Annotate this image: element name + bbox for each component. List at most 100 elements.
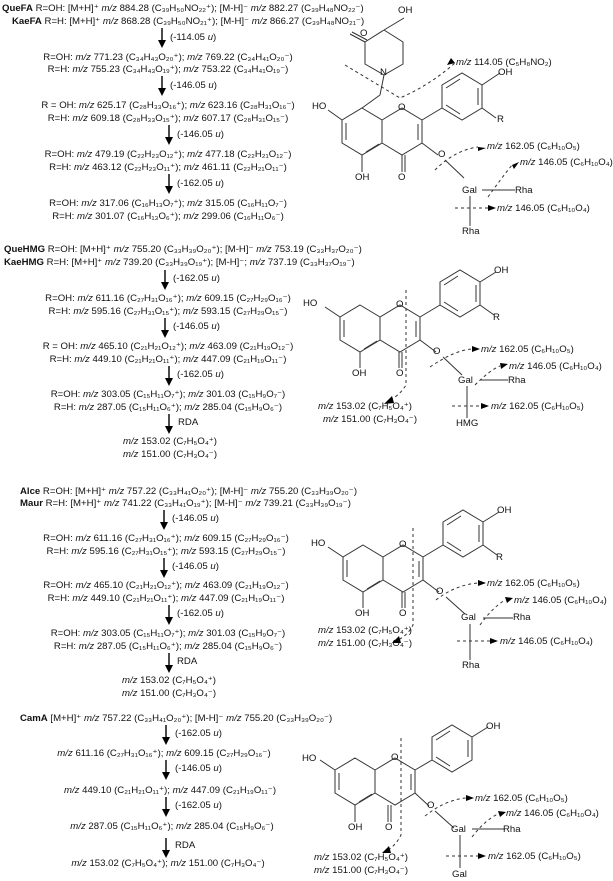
sugar-label: Rha — [503, 824, 521, 835]
atom-label: O — [391, 752, 399, 763]
rda-ion-label: m/z 151.00 (C₇H₃O₄⁻) — [323, 414, 418, 425]
atom-label: O — [396, 299, 404, 310]
header-text: R=H: [M+H]⁺ m/z 741.22 (C₃₃H₄₁O₁₉⁺); [M-… — [42, 498, 351, 509]
sugar-label: Gal — [452, 869, 467, 880]
fragment-ion-label: m/z 162.05 (C₆H₁₀O₅) — [487, 141, 580, 152]
atom-label: OH — [498, 67, 513, 78]
header-line: Maur R=H: [M+H]⁺ m/z 741.22 (C₃₃H₄₁O₁₉⁺)… — [20, 498, 351, 509]
fragment-ion-label: m/z 162.05 (C₆H₁₀O₅) — [487, 578, 580, 589]
atom-label: OH — [352, 368, 367, 379]
atom-label: HO — [312, 101, 327, 112]
fragment-ion-label: m/z 146.05 (C₆H₁₀O₄) — [509, 361, 602, 372]
fragment-ion-label: m/z 162.05 (C₆H₁₀O₅) — [481, 344, 574, 355]
header-line: KaeFA R=H: [M+H]⁺ m/z 868.28 (C₃₉H₅₀NO₂₁… — [12, 16, 364, 27]
atom-label: HO — [302, 753, 317, 764]
fragment-line: R=OH: m/z 317.06 (C₁₆H₁₃O₇⁺); m/z 315.05… — [49, 198, 287, 209]
fragment-line: R = OH: m/z 625.17 (C₂₈H₃₃O₁₆⁺); m/z 623… — [41, 100, 295, 111]
fragment-line: R=H: m/z 449.10 (C₂₁H₂₁O₁₁⁺); m/z 447.09… — [47, 593, 285, 604]
header-line: CamA [M+H]⁺ m/z 757.22 (C₃₃H₄₁O₂₀⁺); [M-… — [20, 713, 332, 724]
arrow-down-icon — [158, 76, 166, 96]
rda-ion-label: m/z 153.02 (C₇H₅O₄⁺) — [314, 852, 408, 863]
fragment-line: m/z 153.02 (C₇H₅O₄⁺) — [122, 675, 216, 686]
fragment-line: R=H: m/z 287.05 (C₁₅H₁₁O₆⁺); m/z 285.04 … — [53, 402, 283, 413]
atom-label: OH — [497, 505, 512, 516]
arrow-down-icon — [165, 605, 173, 625]
arrow-down-icon — [165, 414, 173, 434]
mass-loss-label: (-162.05 u) — [177, 369, 224, 380]
arrow-down-icon — [165, 174, 173, 194]
atom-label: HO — [303, 298, 318, 309]
compound-name: QueFA — [2, 3, 33, 14]
header-text: R=OH: [M+H]⁺ m/z 755.20 (C₃₃H₃₉O₂₀⁺); [M… — [45, 244, 362, 255]
mass-loss-label: (-162.05 u) — [177, 608, 224, 619]
fragment-ion-label: m/z 146.05 (C₆H₁₀O₄) — [497, 203, 590, 214]
sugar-label: Gal — [462, 185, 477, 196]
atom-label: O — [385, 822, 393, 833]
sugar-label: Rha — [513, 612, 531, 623]
fragment-line: R=H: m/z 595.16 (C₂₇H₃₁O₁₅⁺); m/z 593.15… — [46, 546, 286, 557]
compound-name: Maur — [20, 498, 43, 509]
fragment-line: R=H: m/z 609.18 (C₂₈H₃₃O₁₅⁺); m/z 607.17… — [47, 113, 289, 124]
fragment-line: m/z 449.10 (C₂₁H₂₁O₁₁⁺); m/z 447.09 (C₂₁… — [63, 785, 277, 796]
compound-name: QueHMG — [4, 244, 46, 255]
mass-loss-label: (-146.05 u) — [175, 763, 222, 774]
header-line: QueFA R=OH: [M+H]⁺ m/z 884.28 (C₃₉H₅₀NO₂… — [2, 3, 364, 14]
sugar-label: Gal — [461, 612, 476, 623]
atom-label: OH — [494, 265, 509, 276]
mass-loss-label: (-146.05 u) — [170, 80, 217, 91]
mass-loss-label: (-162.05 u) — [175, 728, 222, 739]
fragment-ion-label: m/z 146.05 (C₆H₁₀O₄) — [514, 595, 607, 606]
arrow-down-icon — [162, 725, 170, 745]
header-text: R=H: [M+H]⁺ m/z 739.20 (C₃₃H₃₉O₁₉⁺); [M-… — [43, 257, 355, 268]
arrow-down-icon — [162, 760, 170, 780]
fragment-line: R=OH: m/z 611.16 (C₂₇H₃₁O₁₆⁺); m/z 609.1… — [43, 533, 289, 544]
mass-loss-label: (-114.05 u) — [170, 32, 217, 43]
fragment-ion-label: m/z 146.05 (C₆H₁₀O₄) — [520, 157, 613, 168]
compound-name: KaeFA — [12, 16, 42, 27]
arrow-down-icon — [162, 838, 170, 858]
arrow-down-icon — [160, 510, 168, 530]
fragment-line: R=OH: m/z 771.23 (C₃₄H₄₃O₂₀⁺); m/z 769.2… — [43, 52, 293, 63]
mass-loss-label: (-146.05 u) — [173, 321, 220, 332]
fragment-line: R=H: m/z 595.16 (C₂₇H₃₁O₁₅⁺); m/z 593.15… — [48, 306, 288, 317]
mass-loss-label: (-146.05 u) — [177, 129, 224, 140]
sugar-label: Rha — [508, 375, 526, 386]
fragment-line: m/z 287.05 (C₁₅H₁₁O₆⁺); m/z 285.04 (C₁₅H… — [70, 821, 274, 832]
atom-label: O — [399, 539, 407, 550]
atom-label: R — [497, 114, 504, 125]
fragment-line: R=H: m/z 463.12 (C₂₂H₂₃O₁₁⁺); m/z 461.11… — [49, 162, 287, 173]
arrow-down-icon — [165, 366, 173, 386]
atom-label: OH — [355, 608, 370, 619]
header-text: [M+H]⁺ m/z 757.22 (C₃₃H₄₁O₂₀⁺); [M-H]⁻ m… — [47, 713, 333, 724]
compound-name: CamA — [20, 713, 48, 724]
fragment-line: R=OH: m/z 465.10 (C₂₁H₂₁O₁₂⁺); m/z 463.0… — [43, 580, 289, 591]
atom-label: OH — [348, 822, 363, 833]
mass-loss-label: (-162.05 u) — [175, 800, 222, 811]
fragment-line: R=H: m/z 287.05 (C₁₅H₁₁O₆⁺); m/z 285.04 … — [53, 641, 283, 652]
arrow-down-icon — [161, 318, 169, 338]
atom-label: O — [399, 608, 407, 619]
atom-label: OH — [398, 5, 413, 16]
fragment-line: R=H: m/z 301.07 (C₁₆H₁₃O₆⁺); m/z 299.06 … — [52, 211, 284, 222]
header-line: Alce R=OH: [M+H]⁺ m/z 757.22 (C₃₃H₄₁O₂₀⁺… — [20, 486, 357, 497]
fragment-line: m/z 153.02 (C₇H₅O₄⁺); m/z 151.00 (C₇H₃O₄… — [71, 858, 265, 869]
arrow-down-icon — [165, 653, 173, 673]
fragment-ion-label: m/z 146.05 (C₆H₁₀O₄) — [506, 808, 599, 819]
header-line: KaeHMG R=H: [M+H]⁺ m/z 739.20 (C₃₃H₃₉O₁₉… — [4, 257, 355, 268]
atom-label: O — [398, 102, 406, 113]
arrow-down-icon — [160, 558, 168, 578]
atom-label: HO — [311, 538, 326, 549]
header-line: QueHMG R=OH: [M+H]⁺ m/z 755.20 (C₃₃H₃₉O₂… — [4, 244, 362, 255]
fragment-line: R=OH: m/z 479.19 (C₂₂H₂₃O₁₂⁺); m/z 477.1… — [44, 149, 292, 160]
header-text: R=H: [M+H]⁺ m/z 868.28 (C₃₉H₅₀NO₂₁⁺); [M… — [41, 16, 365, 27]
mass-loss-label: (-146.05 u) — [172, 513, 219, 524]
atom-label: R — [493, 312, 500, 323]
fragment-line: m/z 611.16 (C₂₇H₃₁O₁₆⁺); m/z 609.15 (C₂₇… — [57, 748, 271, 759]
atom-label: OH — [486, 721, 501, 732]
fragment-ion-label: m/z 146.05 (C₆H₁₀O₄) — [500, 636, 593, 647]
fragment-ion-label: m/z 114.05 (C₅H₈NO₂) — [456, 57, 552, 68]
atom-label: O — [360, 28, 368, 39]
atom-label: R — [496, 552, 503, 563]
